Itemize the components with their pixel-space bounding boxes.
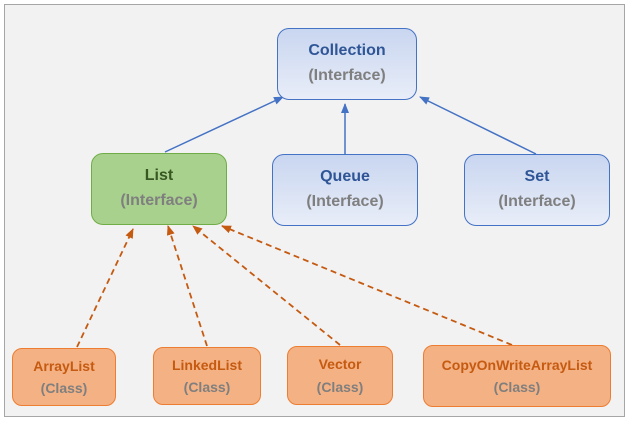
node-list-kind: (Interface) — [120, 192, 198, 209]
node-arraylist-name: ArrayList — [33, 357, 95, 374]
edge-vector-to-list — [192, 225, 341, 346]
node-linkedlist-name: LinkedList — [171, 356, 242, 373]
edge-cowal-to-list — [221, 225, 513, 346]
node-set-name: Set — [524, 168, 550, 186]
node-copyonwritearraylist: CopyOnWriteArrayList (Class) — [423, 345, 611, 407]
node-vector-name: Vector — [318, 356, 362, 373]
node-vector-kind: (Class) — [316, 378, 364, 395]
node-list-name: List — [144, 167, 174, 185]
node-queue: Queue (Interface) — [272, 154, 418, 226]
node-queue-kind: (Interface) — [306, 193, 384, 210]
node-collection: Collection (Interface) — [277, 28, 417, 100]
edge-arraylist-to-list — [76, 228, 134, 348]
node-cowal-name: CopyOnWriteArrayList — [441, 356, 593, 373]
node-set-kind: (Interface) — [498, 193, 576, 210]
node-arraylist: ArrayList (Class) — [12, 348, 116, 406]
node-cowal-kind: (Class) — [493, 379, 541, 395]
node-linkedlist-kind: (Class) — [183, 379, 231, 395]
edge-list-to-collection — [164, 96, 284, 153]
node-vector: Vector (Class) — [287, 346, 393, 405]
node-collection-kind: (Interface) — [308, 67, 386, 84]
node-list: List (Interface) — [91, 153, 227, 225]
edge-set-to-collection — [419, 96, 537, 155]
node-arraylist-kind: (Class) — [40, 380, 88, 396]
node-collection-name: Collection — [308, 42, 386, 60]
edge-linkedlist-to-list — [166, 225, 208, 347]
node-linkedlist: LinkedList (Class) — [153, 347, 261, 405]
node-set: Set (Interface) — [464, 154, 610, 226]
node-queue-name: Queue — [320, 168, 370, 186]
